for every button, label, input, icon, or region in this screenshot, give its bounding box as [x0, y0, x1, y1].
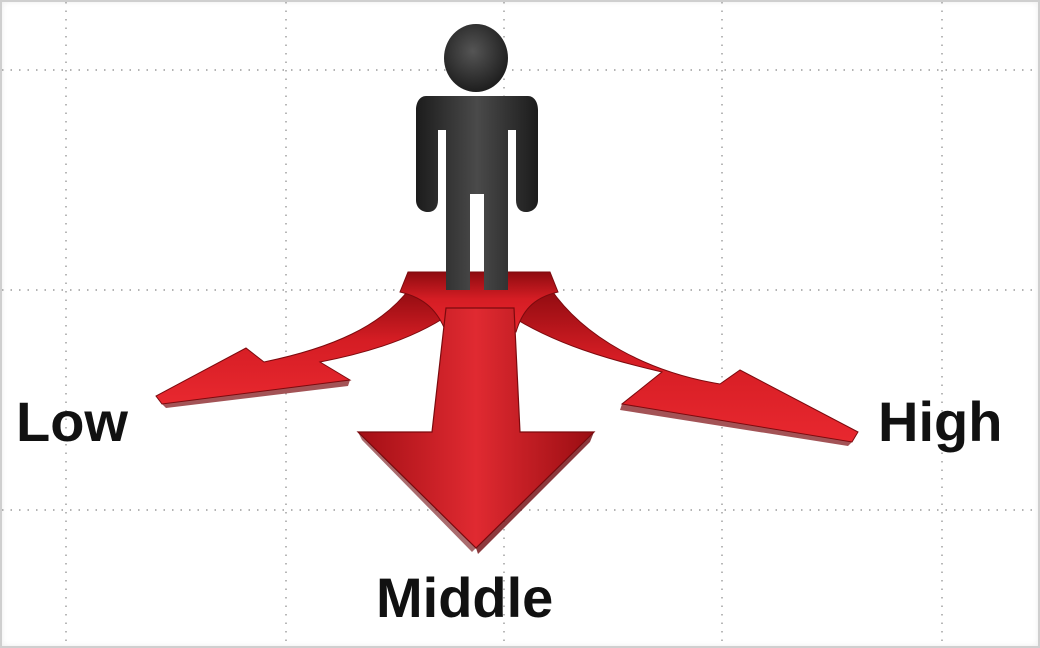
person-icon — [416, 24, 538, 290]
curved-arrow-right-icon — [508, 288, 858, 446]
arrow-down-icon — [358, 308, 594, 554]
label-high: High — [878, 394, 1002, 450]
label-low: Low — [16, 394, 128, 450]
label-middle: Middle — [376, 570, 553, 626]
curved-arrow-left-icon — [156, 288, 450, 408]
